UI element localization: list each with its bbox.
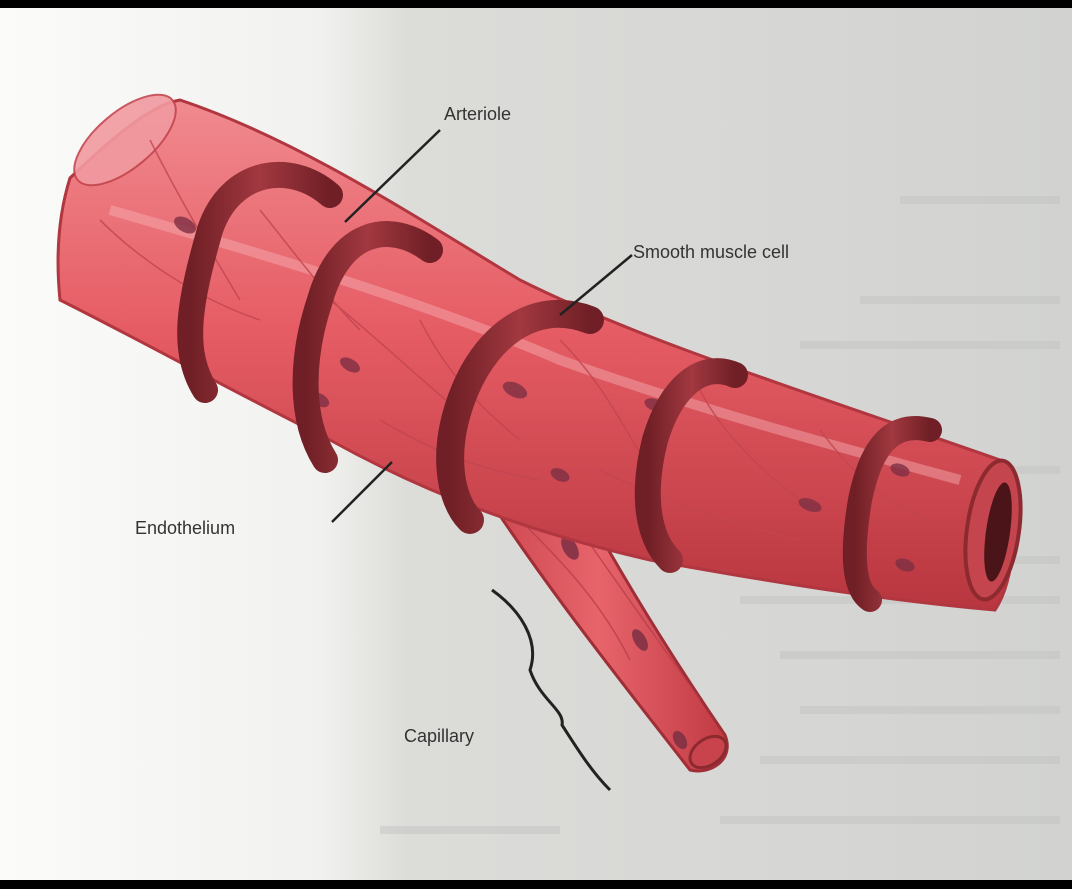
smooth-muscle-cell-label: Smooth muscle cell (633, 242, 789, 262)
endothelium-label: Endothelium (135, 518, 235, 538)
arteriole-label: Arteriole (444, 104, 511, 124)
capillary-label: Capillary (404, 726, 474, 746)
